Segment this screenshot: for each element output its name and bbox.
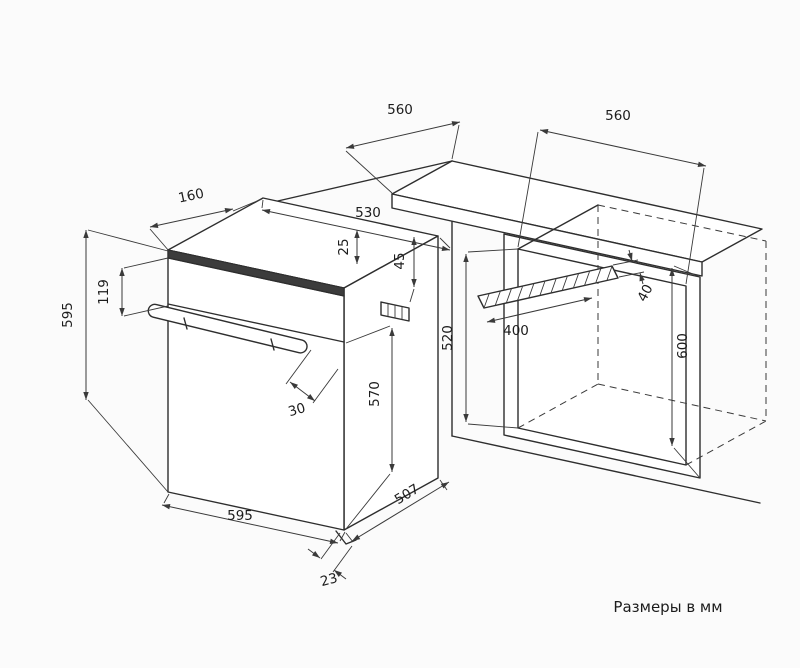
dim-counter-depth: 560 xyxy=(345,102,461,194)
dim-label-top-setback: 160 xyxy=(177,186,206,207)
dim-top-clearance: 25 xyxy=(336,230,360,264)
dim-label-vent-length: 400 xyxy=(503,323,529,339)
dim-niche-height: 600 xyxy=(669,265,701,479)
niche-ceiling-edge xyxy=(517,204,599,250)
handle-mounts xyxy=(183,317,275,351)
dim-rear-top-clearance: 45 xyxy=(392,237,417,303)
dim-label-control-panel-height: 119 xyxy=(96,279,112,305)
oven-front-face xyxy=(167,249,345,531)
dim-label-oven-width: 595 xyxy=(227,508,253,524)
dim-label-vent-width: 40 xyxy=(634,282,656,305)
countertop-front-face xyxy=(391,193,703,277)
dim-label-niche-front-height: 520 xyxy=(440,325,456,351)
countertop xyxy=(391,160,763,277)
dim-label-rear-top-clearance: 45 xyxy=(392,252,408,269)
control-panel-top-line xyxy=(167,257,345,297)
dim-label-niche-height: 600 xyxy=(675,333,691,359)
dim-oven-width: 595 xyxy=(161,493,346,544)
dim-oven-height: 595 xyxy=(60,229,169,493)
dim-oven-top-width: 530 xyxy=(261,199,451,251)
dim-vent-width: 40 xyxy=(612,249,657,305)
wall-top-edge xyxy=(255,160,453,207)
dim-top-setback: 160 xyxy=(149,186,263,252)
niche-hidden-edges xyxy=(517,204,767,466)
dim-niche-front-height: 520 xyxy=(440,248,519,429)
dim-label-top-clearance: 25 xyxy=(336,238,352,255)
dim-niche-width: 560 xyxy=(517,108,707,285)
dim-control-panel-height: 119 xyxy=(96,257,169,317)
dim-vent-length: 400 xyxy=(486,297,593,339)
floor-edge xyxy=(451,435,761,504)
dim-label-door-height: 570 xyxy=(367,381,383,407)
dim-label-counter-depth: 560 xyxy=(387,102,413,118)
dim-label-oven-top-width: 530 xyxy=(355,205,381,221)
oven-side-vent-slots xyxy=(387,303,403,320)
oven-side-face xyxy=(343,235,439,531)
dim-handle-depth: 30 xyxy=(285,349,339,420)
dim-rear-step: 23 xyxy=(307,532,353,590)
units-caption: Размеры в мм xyxy=(613,598,722,616)
oven-rear-step xyxy=(335,530,357,545)
dim-label-oven-height: 595 xyxy=(60,302,76,328)
control-panel-bottom-line xyxy=(167,303,345,343)
dim-label-handle-depth: 30 xyxy=(286,400,307,420)
oven-door-handle xyxy=(147,303,308,354)
dim-label-niche-width: 560 xyxy=(605,108,631,124)
dim-label-rear-step: 23 xyxy=(319,570,340,590)
